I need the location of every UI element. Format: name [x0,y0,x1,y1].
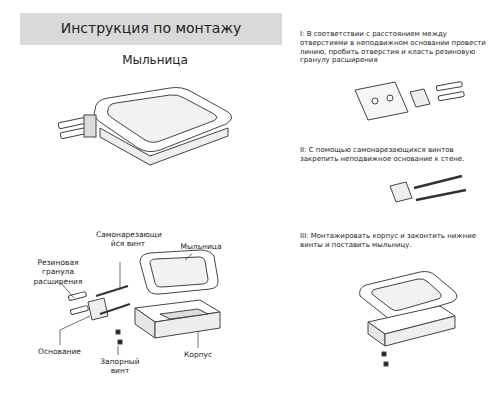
part-label: Запорный винт [100,357,140,376]
title-band [20,13,282,45]
part-label: Корпус [184,350,224,359]
step-text: II: С помощью самонарезающихся винтов за… [300,146,492,164]
step-text: III: Монтажировать корпус и законтить ни… [300,232,492,250]
part-label: Мыльница [176,242,226,251]
part-label: Самонарезающи йся винт [96,230,160,249]
subtitle: Мыльница [110,53,200,68]
part-label: Резиновая гранула расширения [22,258,94,286]
title: Инструкция по монтажу [20,20,282,38]
part-label: Основание [38,347,88,356]
step-text: I: В соответствии с расстоянием между от… [300,30,492,65]
